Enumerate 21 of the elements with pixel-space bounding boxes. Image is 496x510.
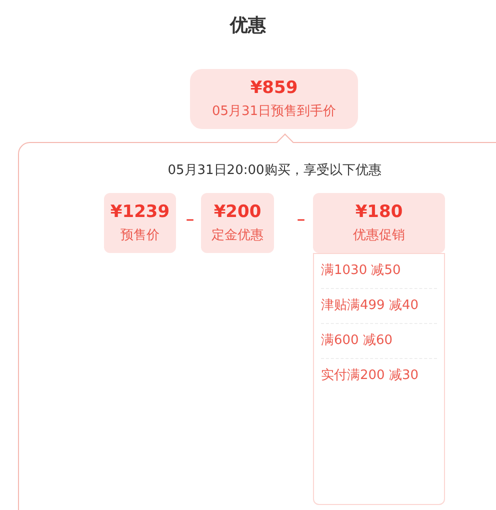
price-box (104, 193, 176, 253)
price-box (201, 193, 274, 253)
price-caption: 优惠促销 (353, 228, 405, 244)
minus-sign: － (182, 211, 198, 230)
panel-heading: 05月31日20:00购买，享受以下优惠 (166, 162, 382, 180)
price-box (313, 193, 445, 253)
price-caption: 05月31日预售到手价 (212, 104, 336, 120)
final-price-box (190, 69, 358, 129)
promotion-list (313, 253, 445, 505)
promotion-item: 实付满200 减30 (321, 367, 420, 385)
promotion-item: 满1030 减50 (321, 254, 437, 289)
price-amount: ¥1239 (110, 202, 170, 224)
promotion-item: 满600 减60 (321, 324, 437, 359)
price-caption: 预售价 (120, 228, 160, 244)
minus-sign: － (293, 211, 309, 230)
price-caption: 定金优惠 (212, 228, 264, 244)
price-amount: ¥859 (250, 78, 298, 100)
price-amount: ¥200 (214, 202, 262, 224)
page-title: 优惠 (228, 14, 267, 38)
promotion-item: 津贴满499 减40 (321, 289, 437, 324)
price-amount: ¥180 (355, 202, 403, 224)
